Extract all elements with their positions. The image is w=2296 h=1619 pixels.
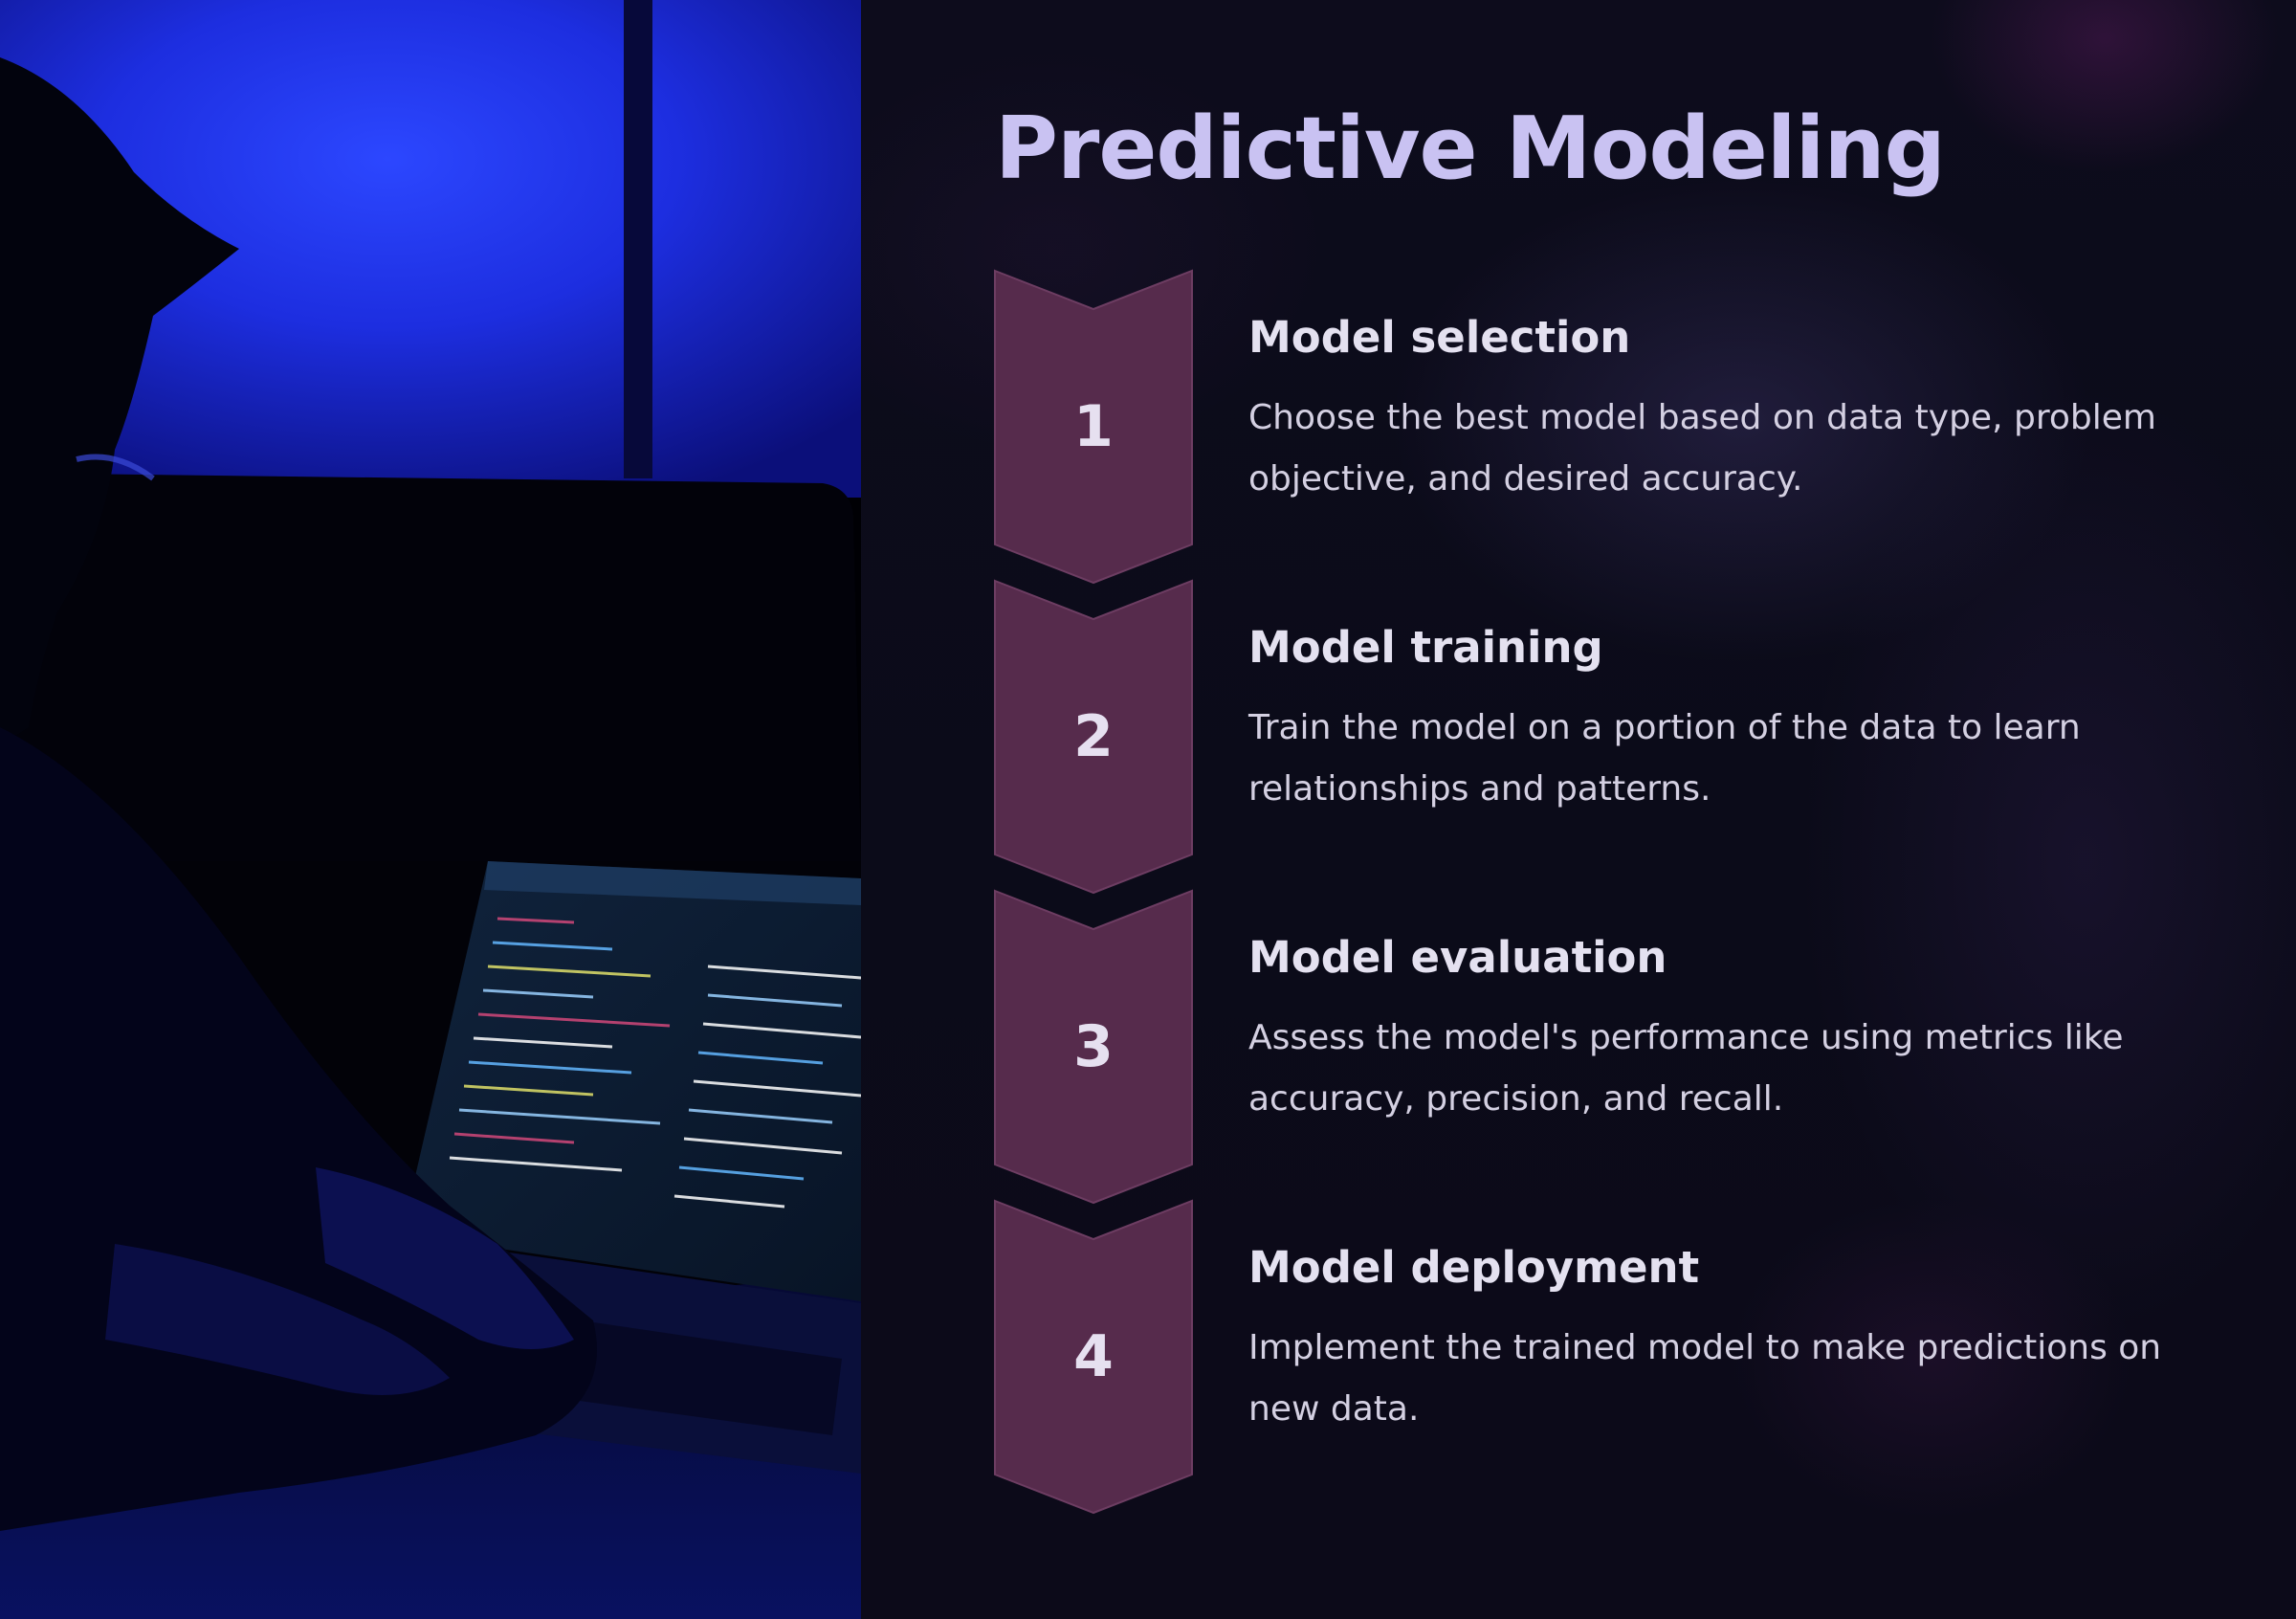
step-2-chevron: 2 — [994, 579, 1193, 895]
step-4-title: Model deployment — [1248, 1242, 1700, 1293]
step-4-description: Implement the trained model to make pred… — [1248, 1328, 2162, 1429]
step-number: 1 — [1073, 393, 1114, 460]
step-1-title: Model selection — [1248, 312, 1631, 363]
chevron-shape — [994, 1199, 1193, 1515]
step-2-description: Train the model on a portion of the data… — [1248, 708, 2081, 809]
step-3-description: Assess the model's performance using met… — [1248, 1018, 2124, 1119]
step-number: 3 — [1073, 1013, 1114, 1080]
step-4-chevron: 4 — [994, 1199, 1193, 1515]
step-1-chevron: 1 — [994, 269, 1193, 585]
step-number: 4 — [1073, 1323, 1114, 1390]
step-3-title: Model evaluation — [1248, 932, 1667, 983]
step-1-description: Choose the best model based on data type… — [1248, 398, 2156, 499]
chevron-shape — [994, 889, 1193, 1205]
page-title: Predictive Modeling — [995, 99, 1946, 199]
step-2-title: Model training — [1248, 622, 1603, 673]
step-3-chevron: 3 — [994, 889, 1193, 1205]
step-number: 2 — [1073, 703, 1114, 770]
hero-photo — [0, 0, 861, 1619]
content-panel: Predictive Modeling 1 Model selection Ch… — [861, 0, 2296, 1619]
chevron-shape — [994, 269, 1193, 585]
chevron-shape — [994, 579, 1193, 895]
photo-illustration — [0, 0, 861, 1619]
